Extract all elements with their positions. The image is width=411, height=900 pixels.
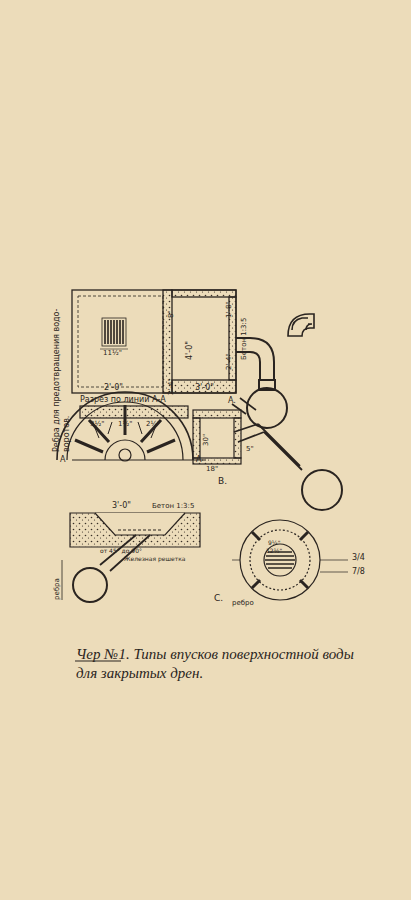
dimension-label: 5"	[246, 446, 254, 453]
dimension-label: Бетон 1:3:5	[241, 318, 248, 360]
dimension-label: 9¼"	[268, 540, 280, 546]
inlet-c	[62, 513, 200, 602]
dimension-label: 2'-0"	[104, 384, 123, 392]
figure-caption: Чер №1. Типы впусков поверхностной воды …	[76, 645, 376, 683]
plan-view-a	[72, 290, 236, 393]
dimension-label: 3'-0"	[112, 502, 131, 510]
dimension-label: ребро	[232, 600, 254, 607]
dimension-label: ребра	[54, 578, 61, 600]
inlet-b	[193, 398, 342, 510]
dimension-label: 2'-4"	[168, 378, 175, 395]
dimension-label: 4'-0"	[186, 341, 194, 360]
pipe-elbow-a	[236, 314, 314, 428]
dimension-label: 3/4	[352, 554, 365, 562]
dimension-label: A	[60, 456, 65, 464]
dimension-label: 3'-0"	[195, 384, 214, 392]
dimension-label: B.	[218, 477, 227, 486]
dimension-label: от 45° до 90°	[100, 548, 142, 554]
dimension-label: C.	[214, 594, 223, 603]
dimension-label: 30"	[203, 434, 210, 446]
dimension-label: 18"	[206, 466, 218, 473]
dimension-label: Ребра для предотвращения водо-воротов.	[52, 292, 71, 452]
dimension-label: 8"	[168, 310, 175, 318]
dimension-label: 11½"	[103, 350, 122, 357]
dimension-label: 2'-4"	[226, 353, 233, 370]
dimension-label: A	[196, 456, 201, 464]
dimension-label: 3½"	[90, 421, 104, 428]
dimension-label: Бетон 1:3:5	[152, 503, 194, 510]
section-a-a	[57, 392, 206, 461]
dimension-label: 1½"	[118, 421, 132, 428]
dimension-label: Железная решетка	[124, 556, 185, 562]
dimension-label: 1'-8"	[226, 301, 233, 318]
dimension-label: 2¼"	[146, 421, 160, 428]
grate-plan-c	[232, 520, 348, 600]
dimension-label: 12½"	[266, 548, 282, 554]
dimension-label: Разрез по линии А-А	[80, 396, 166, 404]
dimension-label: A.	[228, 397, 236, 405]
dimension-label: 7/8	[352, 568, 365, 576]
